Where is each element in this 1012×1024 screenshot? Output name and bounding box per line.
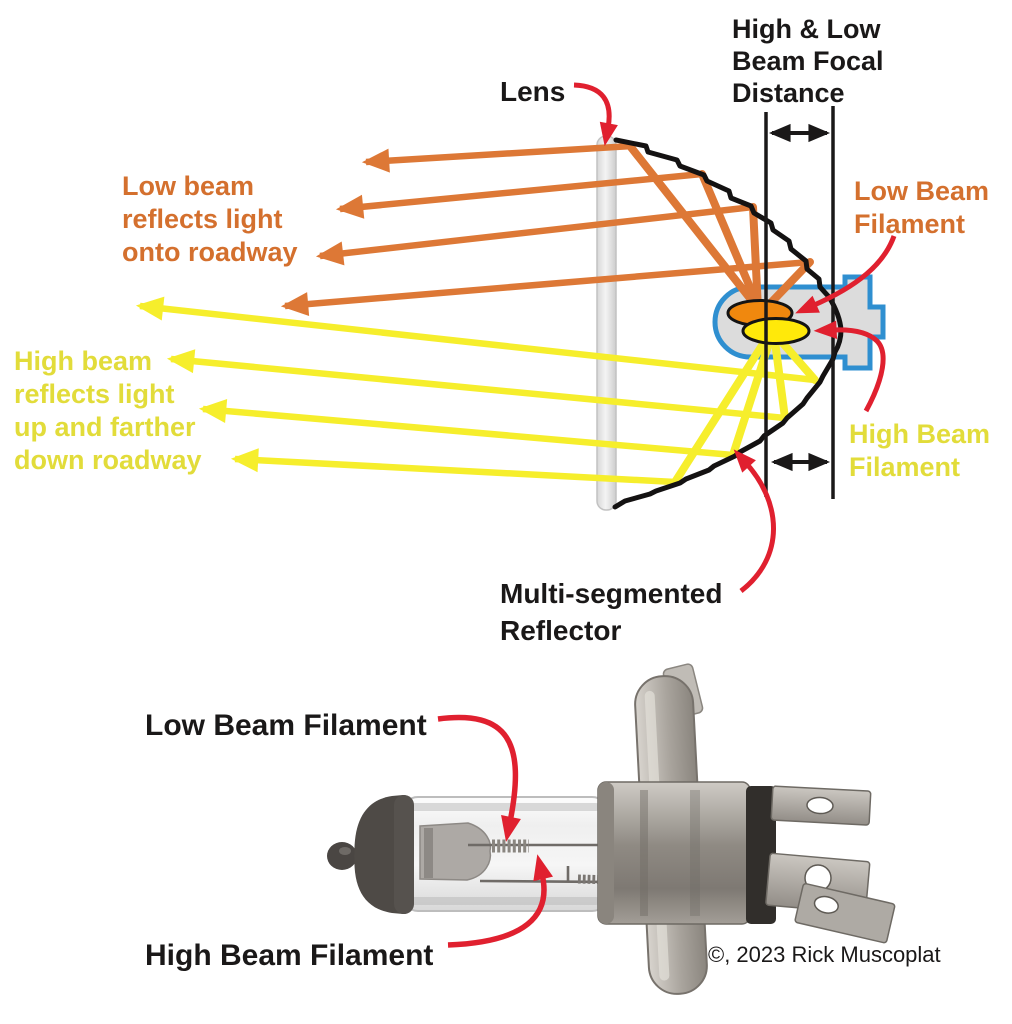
photo-annotation-arrows bbox=[437, 714, 554, 948]
svg-text:Distance: Distance bbox=[732, 78, 845, 108]
low-beam-incident-rays bbox=[626, 142, 814, 315]
lens-label: Lens bbox=[500, 76, 565, 107]
lower-prong-tab-hole bbox=[813, 895, 839, 914]
svg-text:down roadway: down roadway bbox=[14, 445, 202, 475]
focal-distance-lines bbox=[764, 106, 835, 499]
base-cylinder bbox=[597, 781, 751, 925]
low-beam-reflected-rays bbox=[280, 142, 811, 317]
tip-nipple bbox=[327, 842, 357, 870]
svg-text:onto roadway: onto roadway bbox=[122, 237, 298, 267]
high-filament-pointer-arrow bbox=[813, 320, 886, 413]
svg-text:Reflector: Reflector bbox=[500, 615, 621, 646]
lens-pointer-arrow bbox=[573, 82, 618, 147]
svg-text:Low beam: Low beam bbox=[122, 171, 254, 201]
annotation-arrows bbox=[573, 82, 897, 593]
photo-high-pointer-arrow bbox=[447, 854, 554, 948]
pinch-seal bbox=[419, 822, 492, 881]
svg-text:High beam: High beam bbox=[14, 346, 152, 376]
svg-text:Filament: Filament bbox=[854, 209, 965, 239]
svg-text:High Beam: High Beam bbox=[849, 419, 990, 449]
focal-distance-label: High & Low Beam Focal Distance bbox=[732, 14, 884, 108]
bulb-photo: Low Beam Filament High Beam Filament ©, … bbox=[145, 663, 941, 995]
svg-text:Multi-segmented: Multi-segmented bbox=[500, 578, 722, 609]
upper-prong bbox=[770, 785, 872, 826]
svg-text:up and farther: up and farther bbox=[14, 412, 196, 442]
high-beam-caption: High beam reflects light up and farther … bbox=[14, 346, 202, 475]
high-beam-reflected-rays bbox=[135, 296, 816, 486]
base-streak-1 bbox=[640, 790, 648, 916]
reflector-diagram: Lens High & Low Beam Focal Distance Low … bbox=[14, 14, 990, 646]
high-beam-filament-shape bbox=[741, 317, 811, 345]
tip-highlight bbox=[339, 847, 351, 855]
reflector-pointer-arrow bbox=[733, 449, 776, 593]
copyright-text: ©, 2023 Rick Muscoplat bbox=[708, 942, 941, 967]
reflector-label: Multi-segmented Reflector bbox=[500, 578, 722, 646]
svg-text:reflects light: reflects light bbox=[14, 379, 175, 409]
photo-low-pointer-arrow bbox=[437, 714, 521, 842]
lower-prong-tab bbox=[794, 882, 896, 944]
svg-text:High & Low: High & Low bbox=[732, 14, 881, 44]
base-streak-2 bbox=[690, 790, 700, 916]
lower-prong bbox=[765, 852, 896, 944]
svg-text:Filament: Filament bbox=[849, 452, 960, 482]
glass-shade-bottom bbox=[410, 897, 600, 905]
low-filament-pointer-arrow bbox=[795, 235, 897, 314]
pinch-seal-shadow bbox=[424, 828, 433, 878]
low-beam-caption: Low beam reflects light onto roadway bbox=[122, 171, 298, 267]
glass-shade-top bbox=[410, 803, 600, 811]
photo-low-beam-label: Low Beam Filament bbox=[145, 709, 427, 742]
low-beam-filament-label: Low Beam Filament bbox=[854, 176, 989, 239]
upper-prong-hole bbox=[806, 796, 834, 815]
svg-text:reflects light: reflects light bbox=[122, 204, 283, 234]
lens-shape bbox=[596, 135, 617, 511]
tip-disk bbox=[394, 795, 414, 914]
svg-text:Beam Focal: Beam Focal bbox=[732, 46, 884, 76]
photo-high-beam-label: High Beam Filament bbox=[145, 939, 433, 972]
base-cylinder-rim bbox=[598, 782, 614, 924]
high-beam-filament-label: High Beam Filament bbox=[849, 419, 990, 482]
svg-text:Low Beam: Low Beam bbox=[854, 176, 989, 206]
